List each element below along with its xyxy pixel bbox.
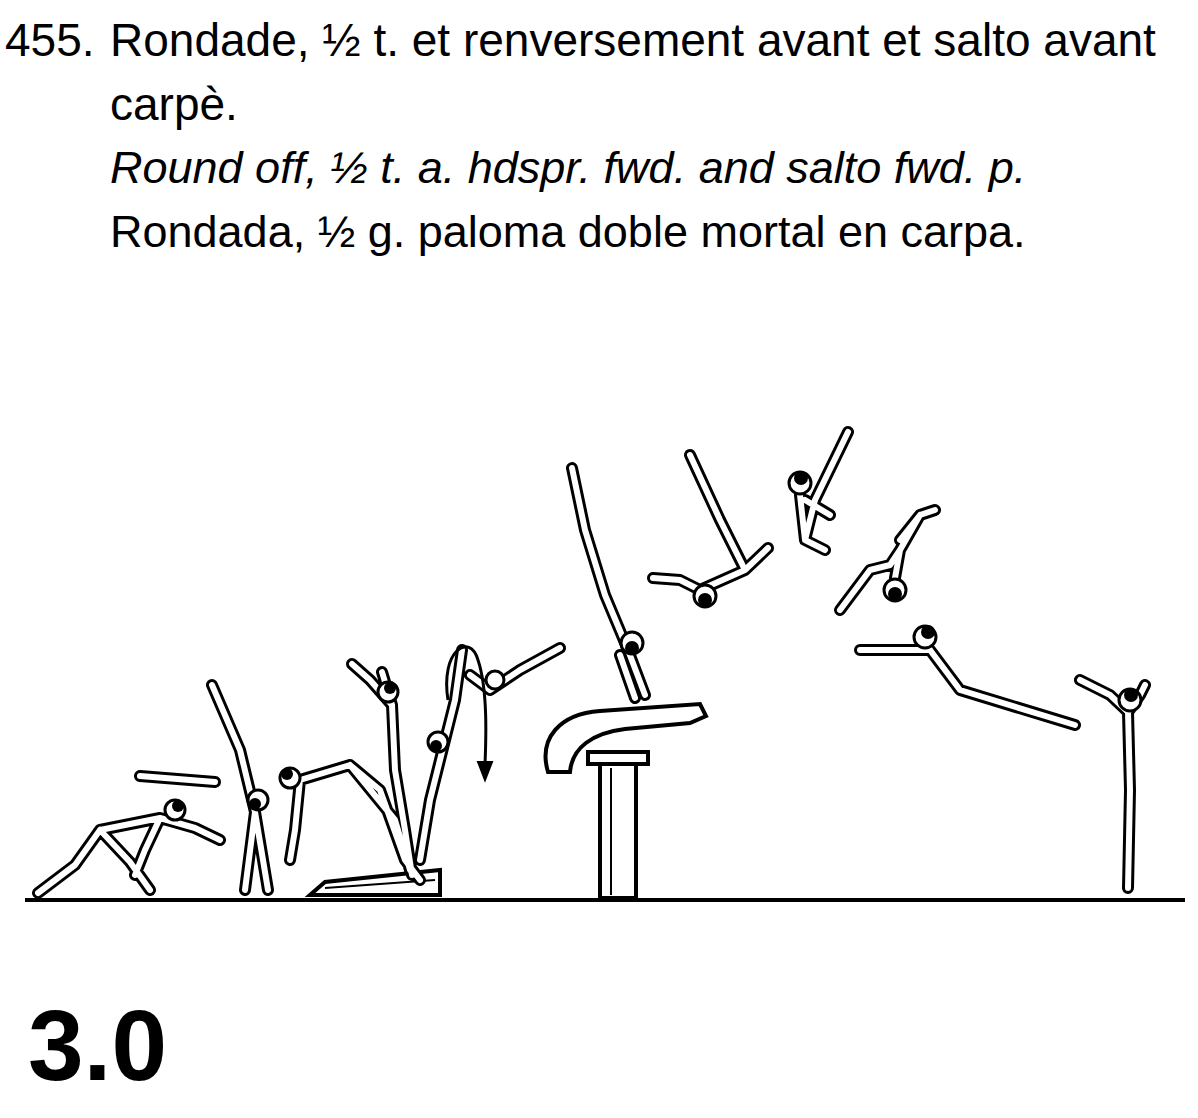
horse-post <box>600 760 636 898</box>
gymnast-hair <box>172 471 1138 812</box>
turn-arrow <box>447 647 486 765</box>
english-description: Round off, ½ t. a. hdspr. fwd. and salto… <box>110 136 1026 200</box>
vault-horse <box>546 704 706 772</box>
difficulty-value: 3.0 <box>28 995 167 1095</box>
gymnast-figures <box>38 432 1145 893</box>
spanish-description: Rondada, ½ g. paloma doble mortal en car… <box>110 200 1026 264</box>
element-number: 455. <box>5 8 95 72</box>
gymnast-heads <box>165 472 1141 820</box>
french-description: Rondade, ½ t. et renversement avant et s… <box>110 8 1190 136</box>
